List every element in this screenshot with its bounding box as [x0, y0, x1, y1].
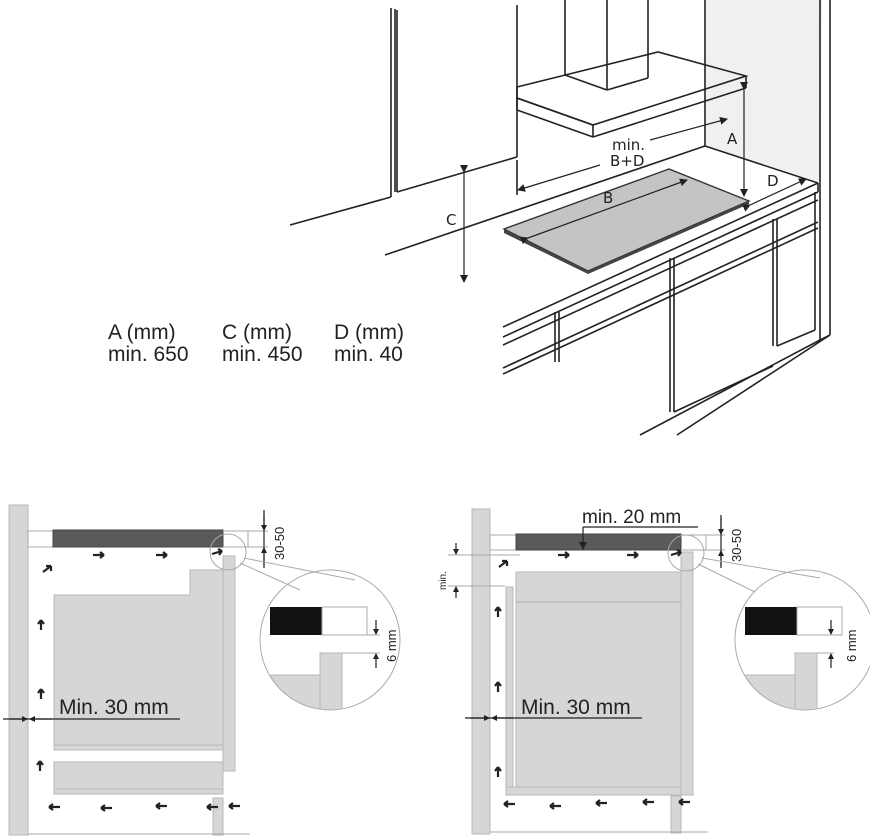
- dimension-d-arrow: [741, 178, 807, 212]
- hob-slab: [52, 529, 224, 548]
- label-b-plus-d: B+D: [610, 152, 644, 170]
- side-clearance-label: Min. 30 mm: [59, 696, 169, 719]
- legend-d-value: min. 40: [334, 343, 403, 366]
- legend-c-value: min. 450: [222, 343, 303, 366]
- base-cabinets: [502, 192, 831, 436]
- kitchen-perspective-diagram: A D B min. B+D C: [289, 0, 831, 436]
- hob-slab: [515, 533, 682, 551]
- min-label: min.: [438, 571, 449, 590]
- airflow-arrows: [494, 549, 690, 810]
- label-min: min.: [612, 136, 645, 154]
- hob: [502, 168, 751, 274]
- legend-c-header: C (mm): [222, 321, 292, 344]
- label-b: B: [603, 189, 613, 207]
- gap-label: 30-50: [272, 527, 287, 560]
- ventilation-diagram-right: 30-50 min. 20 mm min.: [438, 507, 870, 835]
- legend-d: D (mm) min. 40: [334, 322, 404, 366]
- oven-body: [515, 571, 682, 788]
- cooker-hood: [516, 0, 749, 138]
- legend-c: C (mm) min. 450: [222, 322, 320, 366]
- ventilation-diagram-left: 30-50 Min. 30 mm: [3, 504, 401, 836]
- legend-a-value: min. 650: [108, 343, 189, 366]
- label-a: A: [727, 130, 738, 148]
- legend-d-header: D (mm): [334, 321, 404, 344]
- drawer: [53, 761, 224, 790]
- side-wall: [705, 0, 822, 182]
- airflow-arrows: [36, 548, 240, 812]
- detail-zoom-circle: [734, 569, 870, 711]
- detail-gap-label: 6 mm: [384, 630, 399, 663]
- dimension-bd-arrow-left: [517, 164, 601, 192]
- side-panel: [680, 551, 694, 796]
- label-d: D: [767, 172, 779, 190]
- dimension-bd-arrow-right: [649, 116, 728, 141]
- top-clearance-label: min. 20 mm: [582, 507, 681, 528]
- wall-panel: [8, 504, 29, 836]
- dimension-legend: A (mm) min. 650 C (mm) min. 450 D (mm) m…: [108, 322, 418, 366]
- side-clearance-label: Min. 30 mm: [521, 696, 631, 719]
- detail-zoom-circle: [259, 569, 401, 711]
- detail-gap-label: 6 mm: [844, 630, 859, 663]
- wall-cabinet: [289, 5, 518, 226]
- gap-label: 30-50: [729, 529, 744, 562]
- side-panel: [222, 555, 236, 772]
- wall-panel: [471, 508, 491, 835]
- legend-a-header: A (mm): [108, 321, 176, 344]
- legend-a: A (mm) min. 650: [108, 322, 208, 366]
- dimension-b-arrow: [520, 178, 688, 245]
- label-c: C: [446, 211, 456, 229]
